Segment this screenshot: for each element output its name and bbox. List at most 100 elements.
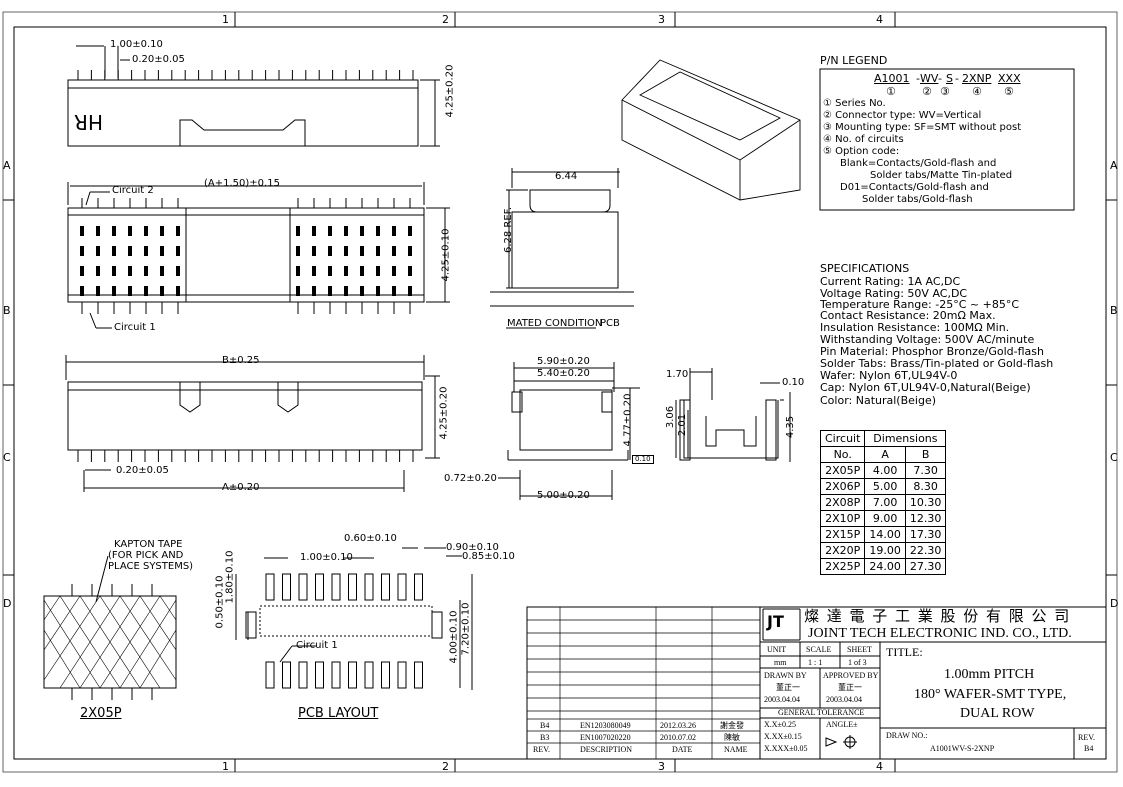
front-view-body	[67, 381, 423, 451]
table-cell: 8.30	[904, 478, 947, 495]
contact	[80, 286, 84, 296]
table-cell: 5.00	[864, 478, 906, 495]
rev-head: NAME	[724, 745, 748, 754]
table-cell: 24.00	[864, 558, 906, 575]
spec-line: Current Rating: 1A AC,DC	[820, 275, 961, 288]
contact	[408, 286, 412, 296]
table-header: B	[904, 446, 947, 463]
rev-header: REV.	[1078, 733, 1095, 742]
contact	[312, 246, 316, 256]
pcb-pad	[381, 573, 390, 601]
dim-pcb-v4: 7.20±0.10	[460, 602, 472, 656]
contact	[144, 266, 148, 276]
draw-no-value: A1001WV-S-2XNP	[930, 744, 995, 753]
pcb-circuit-1: Circuit 1	[296, 640, 338, 651]
scale-header: SCALE	[806, 645, 832, 654]
iso-view	[621, 59, 801, 201]
dim-pcb-d3: 0.85±0.10	[462, 551, 515, 562]
dim-section-t: 0.10	[782, 377, 805, 388]
drawn-date: 2003.04.04	[764, 695, 800, 704]
dim-side-base: 5.00±0.20	[537, 490, 590, 501]
sheet-value: 1 of 3	[848, 658, 867, 667]
rev-cell: 2012.03.26	[660, 721, 696, 730]
contact	[176, 246, 180, 256]
dim-front-pitch: 0.20±0.05	[116, 465, 169, 476]
contact	[408, 246, 412, 256]
spec-line: Color: Natural(Beige)	[820, 394, 937, 407]
pcb-pad	[364, 573, 374, 601]
row-label-a-right: A	[1110, 159, 1118, 172]
draw-no-header: DRAW NO.:	[886, 731, 928, 740]
contact	[344, 266, 348, 276]
flatness-box: 0.10	[632, 455, 654, 464]
pcb-pad	[265, 661, 275, 689]
pcb-caption: PCB LAYOUT	[298, 706, 379, 721]
table-cell: 17.30	[904, 526, 947, 543]
rev-cell: 陳敏	[724, 733, 740, 742]
dim-pcb-v3: 4.00±0.10	[448, 610, 460, 664]
dim-b: B±0.25	[222, 355, 260, 366]
rev-head: REV.	[533, 745, 550, 754]
pcb-pad	[315, 661, 324, 689]
contact	[96, 266, 100, 276]
contact	[344, 286, 348, 296]
pn-num-2: ②	[922, 85, 932, 98]
table-cell: 19.00	[864, 542, 906, 559]
contact	[376, 286, 380, 296]
row-label-b: B	[3, 304, 11, 317]
hr-logo: HR	[74, 110, 103, 134]
dim-section-h2: 2.01	[677, 413, 689, 437]
pcb-pad	[298, 661, 308, 689]
company-logo-mark: JT	[767, 612, 784, 631]
contact	[112, 266, 116, 276]
pcb-pad	[348, 661, 357, 689]
dim-pin-width: 0.20±0.05	[132, 54, 185, 65]
kapton-label-2: (FOR PICK AND	[108, 550, 184, 561]
contact	[176, 266, 180, 276]
legend-line: Blank=Contacts/Gold-flash and	[840, 158, 997, 169]
table-cell: 2X20P	[819, 542, 866, 559]
contact	[160, 286, 164, 296]
col-label-3: 3	[658, 13, 665, 26]
rev-cell: 2010.07.02	[660, 733, 696, 742]
row-label-d-right: D	[1110, 597, 1119, 610]
rev-head: DATE	[672, 745, 693, 754]
row-label-d: D	[3, 597, 12, 610]
rev-cell: B3	[540, 733, 550, 742]
contact	[144, 246, 148, 256]
contact	[360, 266, 364, 276]
spec-line: Pin Material: Phosphor Bronze/Gold-flash	[820, 345, 1044, 358]
approved-name: 董正一	[838, 683, 862, 692]
contact	[296, 226, 300, 236]
pn-option: XXX	[998, 72, 1021, 85]
dim-pcb-d1: 0.60±0.10	[344, 533, 397, 544]
legend-line: Solder tabs/Gold-flash	[862, 194, 973, 205]
contact	[80, 266, 84, 276]
package-caption: 2X05P	[80, 706, 122, 721]
contact	[176, 286, 180, 296]
contact	[408, 266, 412, 276]
contact	[128, 266, 132, 276]
angle-tolerance: ANGLE±	[826, 720, 858, 729]
pcb-pad	[331, 661, 341, 689]
pcb-pad	[315, 573, 324, 601]
pcb-pad	[298, 573, 308, 601]
contact	[312, 266, 316, 276]
row-label-c-right: C	[1110, 451, 1118, 464]
title-line-2: 180° WAFER-SMT TYPE,	[914, 687, 1067, 702]
contact	[96, 226, 100, 236]
company-name-en: JOINT TECH ELECTRONIC IND. CO., LTD.	[808, 626, 1072, 641]
table-cell: 22.30	[904, 542, 947, 559]
table-cell: 2X05P	[819, 462, 866, 479]
contact	[360, 226, 364, 236]
table-cell: 2X25P	[819, 558, 866, 575]
tolerance-header: GENERAL TOLERANCE	[778, 708, 865, 717]
marks-layer	[71, 70, 443, 700]
side-view-body	[519, 389, 613, 451]
dim-mated-width: 6.44	[555, 171, 578, 182]
pn-series: A1001	[874, 72, 910, 85]
